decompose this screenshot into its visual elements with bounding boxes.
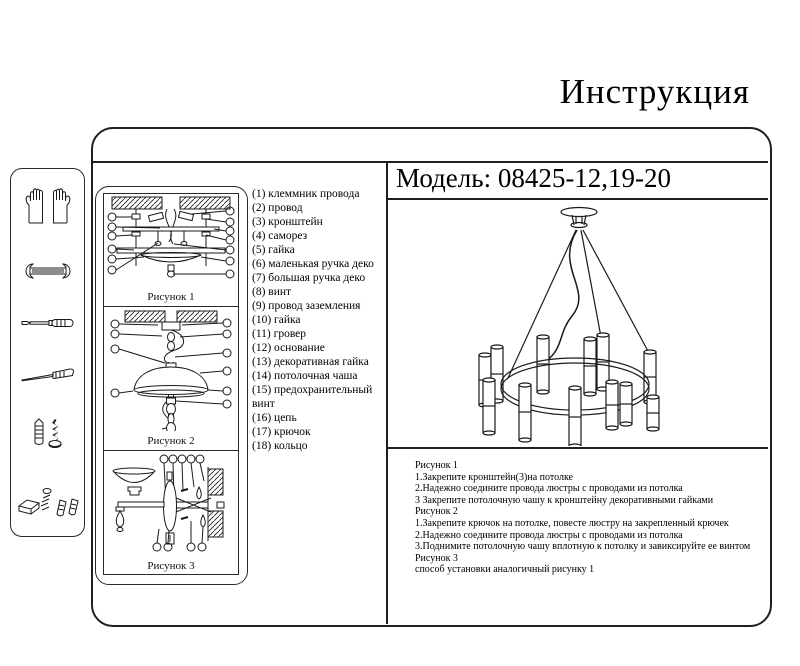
- lamp-tubes-front: [482, 377, 660, 446]
- part-item: (10) гайка: [252, 314, 301, 326]
- instruction-line: Рисунок 1: [415, 460, 458, 471]
- figure-3-drawing: [112, 454, 225, 552]
- part-item: (6) маленькая ручка деко: [252, 258, 374, 270]
- instruction-line: 1.Закрепите кронштейн(3)на потолке: [415, 471, 573, 483]
- part-item: (1) клеммник провода: [252, 188, 360, 200]
- part-item: (8) винт: [252, 286, 292, 298]
- part-item: (13) декоративная гайка: [252, 356, 369, 368]
- figure-3: Рисунок 3: [104, 451, 238, 575]
- assembly-instructions: Рисунок 1 1.Закрепите кронштейн(3)на пот…: [415, 460, 765, 576]
- part-item: (4) саморез: [252, 230, 308, 242]
- figure-2-callouts-left: [110, 319, 166, 398]
- instruction-line: 1.Закрепите крючок на потолке, повесте л…: [415, 517, 729, 529]
- part-item: (9) провод заземления: [252, 300, 361, 312]
- chandelier-drawing: [478, 206, 660, 446]
- figure-1-drawing: [107, 196, 235, 279]
- part-item: (2) провод: [252, 202, 303, 214]
- ceiling-canopy: [560, 206, 598, 229]
- figure-2-caption: Рисунок 2: [147, 435, 195, 447]
- figures-inner-frame: Рисунок 1: [103, 193, 239, 575]
- figure-3-callouts-bottom: [152, 521, 207, 552]
- figure-2: Рисунок 2: [104, 307, 238, 451]
- part-item: (15) предохранительный винт: [252, 384, 373, 410]
- instruction-line: способ установки аналогичный рисунку 1: [415, 564, 595, 576]
- model-number: Модель: 08425-12,19-20: [396, 163, 672, 193]
- header-divider: [92, 161, 768, 163]
- figure-3-callouts-top: [159, 454, 205, 504]
- wrench-icon: [20, 260, 76, 282]
- part-item: (16) цепь: [252, 412, 297, 424]
- screwdriver-icon: [20, 316, 76, 330]
- figure-1-callouts-right: [173, 206, 235, 279]
- figure-3-caption: Рисунок 3: [147, 560, 195, 572]
- awl-icon: [20, 365, 76, 383]
- instruction-line: 2.Надежно соедините провода люстры с про…: [415, 483, 683, 495]
- anchor-and-screw-icon: [30, 417, 66, 451]
- instruction-line: Рисунок 2: [415, 506, 458, 518]
- part-item: (14) потолочная чаша: [252, 370, 358, 382]
- instruction-line: 3.Поднимите потолочную чашу вплотную к п…: [415, 541, 751, 553]
- page-title: Инструкция: [559, 72, 750, 111]
- part-item: (7) большая ручка деко: [252, 272, 366, 284]
- instruction-line: 3 Закрепите потолочную чашу к кронштейну…: [415, 494, 714, 506]
- part-item: (17) крючок: [252, 426, 311, 438]
- part-item: (12) основание: [252, 342, 325, 354]
- figures-panel: Рисунок 1: [95, 186, 248, 585]
- part-item: (3) кронштейн: [252, 216, 323, 228]
- column-divider: [386, 161, 388, 624]
- figure-1-callouts-left: [107, 212, 161, 275]
- figure-2-callouts-right: [174, 318, 232, 409]
- required-tools-panel: [10, 168, 85, 537]
- part-item: (5) гайка: [252, 244, 295, 256]
- gloves-icon: [24, 185, 72, 225]
- figure-1: Рисунок 1: [104, 194, 238, 307]
- hardware-parts-icon: [17, 486, 79, 520]
- parts-list: (1) клеммник провода (2) провод (3) крон…: [252, 187, 385, 453]
- part-item: (18) кольцо: [252, 440, 308, 452]
- instruction-line: 2.Надежно соедините провода люстры с про…: [415, 529, 683, 541]
- model-underline: [386, 198, 768, 200]
- figure-1-caption: Рисунок 1: [147, 291, 195, 303]
- part-item: (11) гровер: [252, 328, 307, 340]
- instruction-line: Рисунок 3: [415, 552, 458, 564]
- instructions-divider: [386, 447, 768, 449]
- figure-2-drawing: [110, 310, 232, 431]
